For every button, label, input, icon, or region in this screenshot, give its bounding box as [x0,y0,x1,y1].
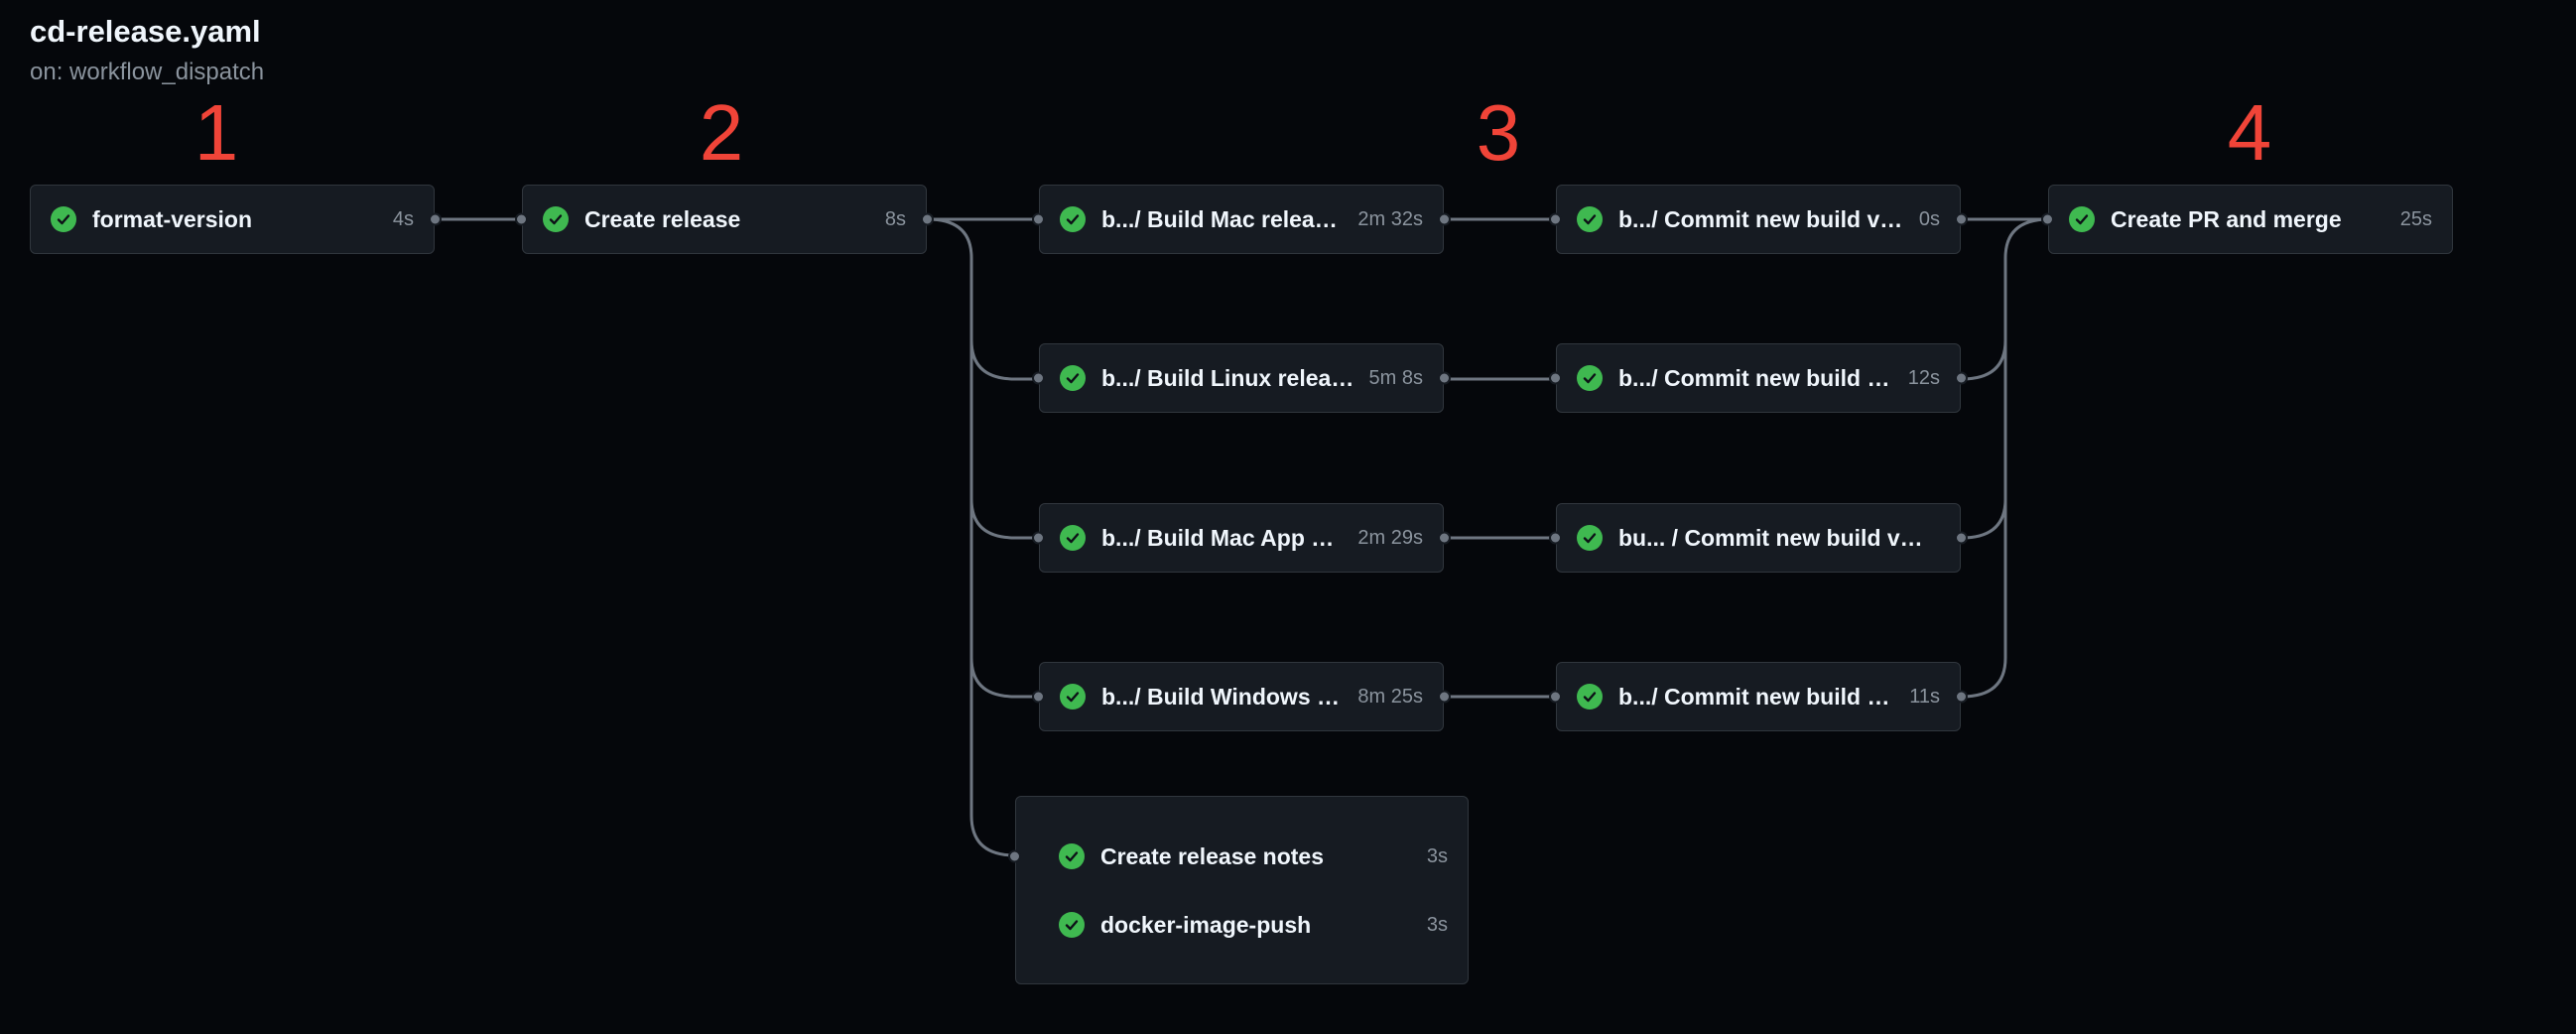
job-duration: 5m 8s [1368,366,1423,389]
stage-annotation-2: 2 [699,88,744,177]
job-create-pr-and-merge[interactable]: Create PR and merge 25s [2041,185,2453,254]
check-circle-icon [1577,525,1603,551]
check-circle-icon [1060,206,1086,232]
input-port [2041,212,2054,226]
workflow-header: cd-release.yaml on: workflow_dispatch [30,12,264,87]
stage-annotation-3: 3 [1476,88,1521,177]
job-commit-build-version-4[interactable]: b.../ Commit new build ver... 11s [1549,662,1968,731]
job-duration: 3s [1426,844,1448,867]
workflow-trigger: on: workflow_dispatch [30,59,265,85]
stage-annotation-4: 4 [2227,88,2272,177]
input-port [1032,212,1045,226]
check-circle-icon [1059,912,1085,938]
check-circle-icon [1577,684,1603,710]
input-port [1032,531,1045,545]
edge-commit2-to-pr [1961,217,2050,381]
output-port [921,212,934,226]
job-name: docker-image-push [1100,911,1312,938]
output-port [1438,690,1451,704]
job-build-mac-app-store[interactable]: b.../ Build Mac App Sto... 2m 29s [1032,503,1451,573]
input-port [1032,690,1045,704]
output-port [429,212,442,226]
job-create-release-notes[interactable]: Create release notes 3s [1016,832,1468,881]
output-port [1438,531,1451,545]
job-name: Create PR and merge [2111,205,2342,232]
job-name: b.../ Commit new build ver... [1618,683,1900,710]
input-port [1549,531,1562,545]
input-port [1008,849,1021,863]
check-circle-icon [51,206,76,232]
job-name: b.../ Build Linux release ... [1101,364,1359,391]
check-circle-icon [2069,206,2095,232]
job-name: bu... / Commit new build version [1618,524,1930,551]
job-build-linux-release[interactable]: b.../ Build Linux release ... 5m 8s [1032,343,1451,413]
job-build-mac-release[interactable]: b.../ Build Mac release ... 2m 32s [1032,185,1451,254]
job-duration: 0s [1918,207,1940,230]
job-duration: 12s [1907,366,1940,389]
job-commit-build-version-1[interactable]: b.../ Commit new build vers... 0s [1549,185,1968,254]
job-format-version[interactable]: format-version 4s [30,185,442,254]
job-name: format-version [92,205,253,232]
output-port [1438,371,1451,385]
check-circle-icon [1059,843,1085,869]
input-port [1549,371,1562,385]
job-duration: 25s [2399,207,2432,230]
workflow-title: cd-release.yaml [30,14,261,49]
job-duration: 8s [884,207,906,230]
check-circle-icon [1577,365,1603,391]
edge-release-to-group [969,658,1016,857]
output-port [1955,531,1968,545]
job-name: b.../ Build Mac App Sto... [1101,524,1349,551]
job-docker-image-push[interactable]: docker-image-push 3s [1016,900,1468,950]
job-name: b.../ Build Mac release ... [1101,205,1349,232]
job-name: b.../ Commit new build ver... [1618,364,1898,391]
job-commit-build-version-2[interactable]: b.../ Commit new build ver... 12s [1549,343,1968,413]
job-duration: 8m 25s [1357,685,1423,708]
job-name: b.../ Build Windows rel... [1101,683,1349,710]
job-commit-build-version-3[interactable]: bu... / Commit new build version [1549,503,1968,573]
check-circle-icon [543,206,569,232]
stage-annotation-1: 1 [193,88,239,177]
job-name: Create release [584,205,741,232]
job-duration: 11s [1909,685,1940,708]
check-circle-icon [1060,684,1086,710]
job-duration: 2m 32s [1357,207,1423,230]
check-circle-icon [1060,525,1086,551]
output-port [1955,690,1968,704]
check-circle-icon [1577,206,1603,232]
job-name: Create release notes [1100,842,1325,869]
edge-commit3-to-pr [1961,340,2007,540]
input-port [515,212,528,226]
job-name: b.../ Commit new build vers... [1618,205,1909,232]
job-build-windows-release[interactable]: b.../ Build Windows rel... 8m 25s [1032,662,1451,731]
input-port [1549,212,1562,226]
output-port [1955,212,1968,226]
job-duration: 2m 29s [1357,526,1423,549]
output-port [1955,371,1968,385]
edge-release-to-build-linux [927,217,1039,381]
check-circle-icon [1060,365,1086,391]
job-duration: 4s [392,207,414,230]
job-group-release-notes-docker: Create release notes 3s docker-image-pus… [1008,796,1469,984]
output-port [1438,212,1451,226]
edge-commit4-to-pr [1961,499,2007,699]
job-duration: 3s [1426,913,1448,936]
job-create-release[interactable]: Create release 8s [515,185,934,254]
input-port [1549,690,1562,704]
input-port [1032,371,1045,385]
